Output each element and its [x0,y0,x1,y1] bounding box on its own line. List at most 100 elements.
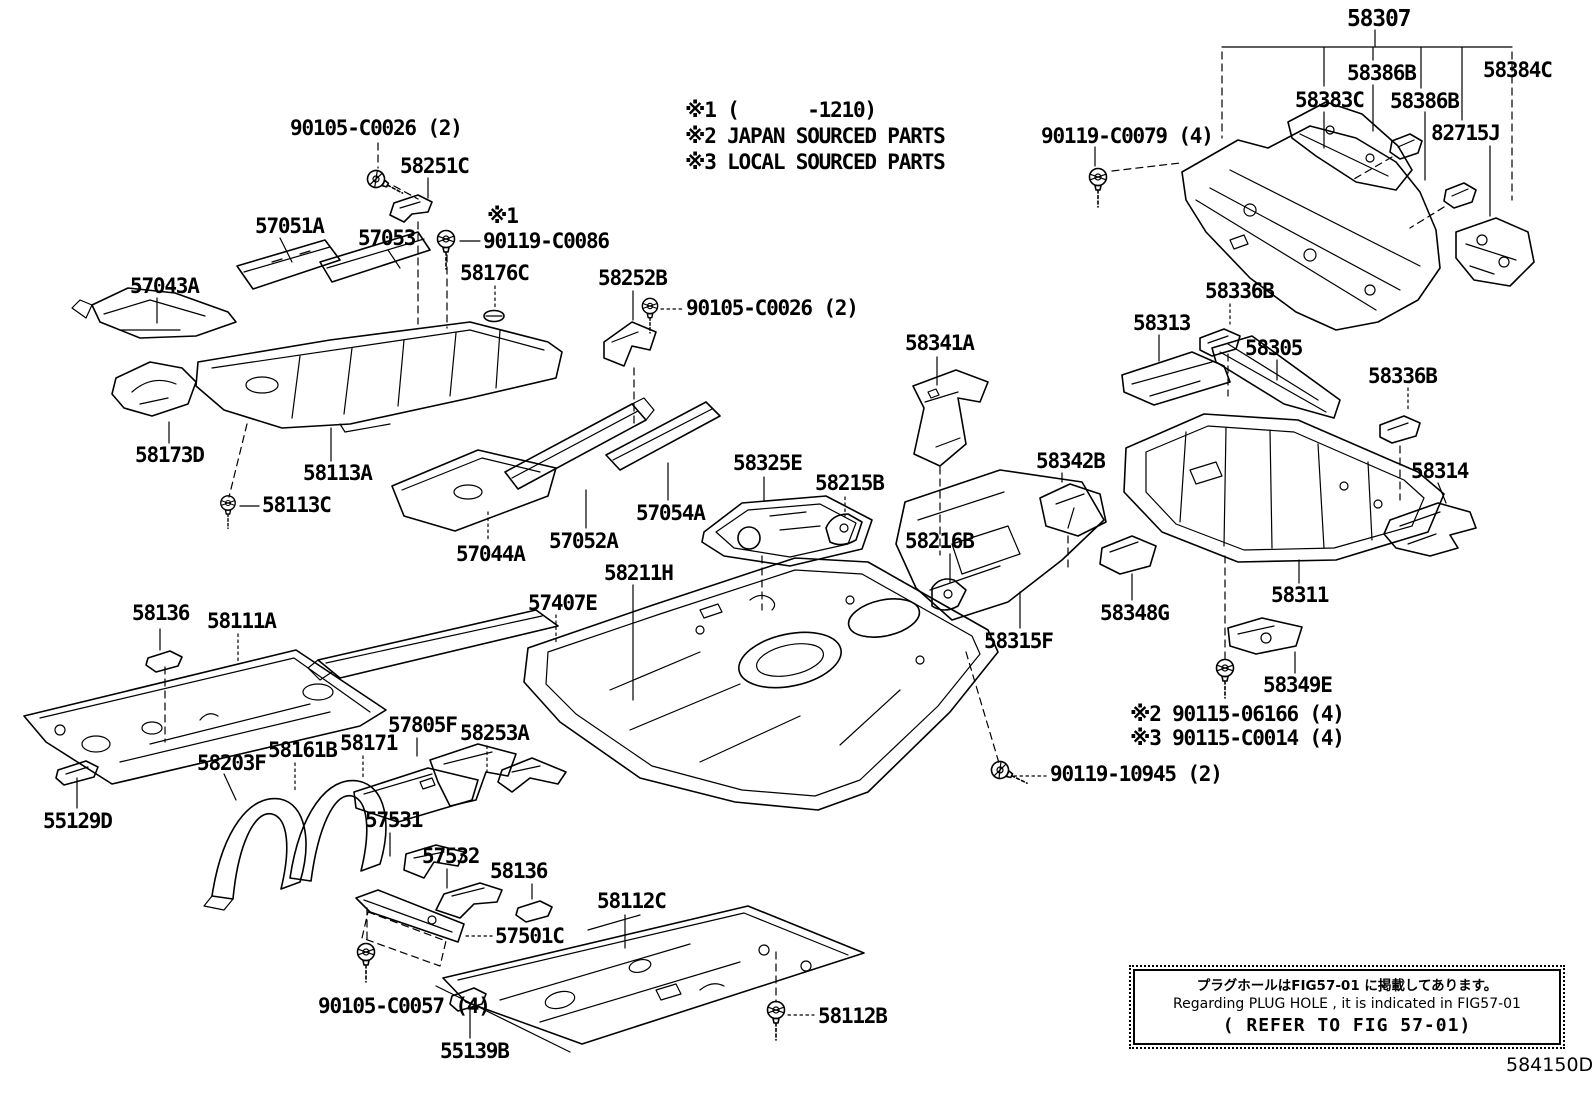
part-drawing-58211H-center-floor-pan [523,557,999,811]
part-drawing-82715J [1455,217,1535,287]
part-drawing-58216B [931,578,967,611]
part-label-57531: 57531 [365,808,423,832]
part-drawing-57531 [403,844,465,879]
part-drawing-58383C-panel [1287,101,1413,191]
part-drawing-58203F [203,797,307,911]
part-label-58161B: 58161B [268,738,338,762]
part-drawing-58336B-clip-right [1379,415,1421,444]
part-label-57407E: 57407E [528,591,598,615]
part-label-58173D: 58173D [135,443,205,467]
part-label-58113A: 58113A [303,461,373,485]
note-spec-1: ※1 ( -1210) [685,98,877,122]
part-drawing-55139B-clip [449,987,487,1012]
part-label-58253A: 58253A [460,721,530,745]
part-label-58311: 58311 [1271,583,1329,607]
part-drawing-58113A-front-floor-pan [195,321,563,433]
part-label-58348G: 58348G [1100,601,1170,625]
plug-hole-note-box: プラグホールはFIG57-01 に掲載してあります。 Regarding PLU… [1129,965,1565,1049]
part-label-58215B: 58215B [815,471,885,495]
part-drawing-58215B [825,513,863,546]
part-label-58113C: 58113C [262,493,332,517]
part-drawing-58349E [1227,617,1303,655]
plug-hole-note-jp: プラグホールはFIG57-01 に掲載してあります。 [1196,977,1498,994]
part-drawing-57501C [355,889,465,943]
part-drawing-58311-rear-floor-pan [1123,413,1445,563]
bolt-icon [220,495,236,530]
part-drawing-58252B [603,321,657,367]
part-label-58211H: 58211H [604,561,674,585]
part-label-90105-C0026-top: 90105-C0026 (2) [290,116,463,140]
part-label-58341A: 58341A [905,331,975,355]
part-label-58216B: 58216B [905,529,975,553]
part-drawing-57532 [435,882,503,919]
part-label-58176C: 58176C [460,261,530,285]
part-drawing-58176C-clip [483,309,505,323]
part-label-57532: 57532 [422,844,480,868]
part-label-57044A: 57044A [456,542,526,566]
part-label-58313: 58313 [1133,311,1191,335]
part-drawing-58161B [289,779,387,882]
part-label-90119-C0079: 90119-C0079 (4) [1041,124,1214,148]
part-drawing-57051A [236,239,341,290]
part-label-90119-10945: 90119-10945 (2) [1050,762,1223,786]
part-label-58336B-1: 58336B [1205,279,1275,303]
part-drawing-58314 [1383,502,1477,557]
part-label-58251C: 58251C [400,154,470,178]
part-label-58315F: 58315F [984,629,1054,653]
plug-hole-note-ref: ( REFER TO FIG 57-01) [1222,1014,1472,1036]
part-label-58305: 58305 [1245,336,1303,360]
bolt-icon [1215,658,1235,699]
part-drawing-57407E-member [307,609,559,681]
part-label-58112C: 58112C [597,889,667,913]
part-drawing-58325E-cover [701,495,873,567]
part-drawing-57044A [391,449,557,532]
part-label-57053: 57053 [358,226,416,250]
part-drawing-58171 [353,767,479,823]
callout-bracket-58307 [1221,29,1513,217]
part-drawing-58341A [912,369,989,467]
part-drawing-58348G [1099,535,1157,575]
part-label-58325E: 58325E [733,451,803,475]
part-drawing-57053 [319,231,431,283]
part-label-58314: 58314 [1411,459,1469,483]
plug-hole-note-en: Regarding PLUG HOLE , it is indicated in… [1173,995,1521,1012]
part-label-57052A: 57052A [549,529,619,553]
note-local-sourced: ※3 LOCAL SOURCED PARTS [685,150,946,174]
part-drawing-58173D [111,361,197,417]
part-drawing-58111A-panel [23,649,387,785]
part-label-55139B: 55139B [440,1039,510,1063]
part-drawing-58342B [1039,483,1107,537]
part-drawing-58336B-clip-left [1199,328,1241,357]
part-drawing-58315F-crossmember [895,469,1105,621]
part-label-58307: 58307 [1347,6,1411,32]
ref-mark-1: ※1 [487,204,519,228]
part-drawing-58305-rail [1211,335,1341,419]
part-drawing-58313 [1121,351,1231,406]
part-label-58136-bottom: 58136 [490,859,548,883]
part-label-57051A: 57051A [255,214,325,238]
part-drawing-58386B-clip-1 [1389,133,1423,160]
part-label-90105-C0026-mid: 90105-C0026 (2) [686,296,859,320]
part-label-90119-C0086: 90119-C0086 [483,229,610,253]
part-label-58336B-2: 58336B [1368,364,1438,388]
part-label-57043A: 57043A [130,274,200,298]
part-label-82715J: 82715J [1431,121,1501,145]
part-drawing-58112C-pan [435,905,865,1053]
part-drawing-57052A [504,397,655,490]
part-label-58111A: 58111A [207,609,277,633]
leader-lines-dashed [164,142,1445,1016]
part-label-58171: 58171 [340,731,398,755]
part-drawing-57805F [429,743,517,807]
part-label-58252B: 58252B [598,266,668,290]
part-label-58112B: 58112B [818,1004,888,1028]
part-label-57054A: 57054A [636,501,706,525]
part-label-57805F: 57805F [388,713,458,737]
part-label-58384C: 58384C [1483,58,1553,82]
part-label-58342B: 58342B [1036,449,1106,473]
part-label-58386B-2: 58386B [1390,89,1460,113]
part-label-58136-left: 58136 [132,601,190,625]
part-drawing-58307-dash-panel [1181,125,1441,331]
note-90115-C0014: ※3 90115-C0014 (4) [1130,726,1345,750]
